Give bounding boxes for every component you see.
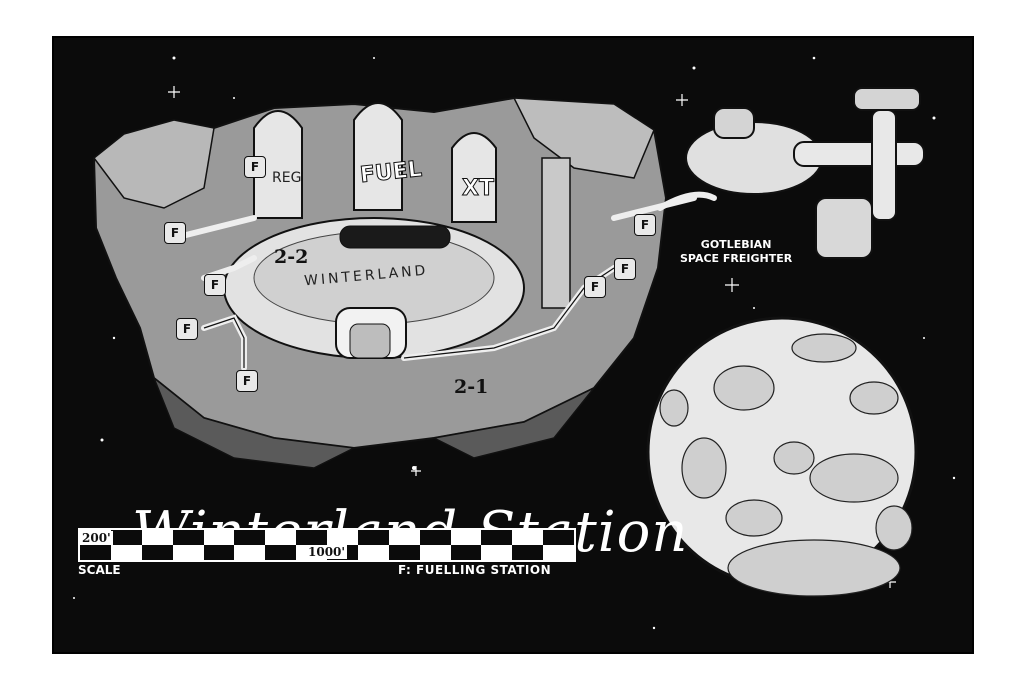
scale-mark-1000: 1000' xyxy=(306,545,348,559)
fuel-station-marker: F xyxy=(614,258,636,280)
fuel-station-marker: F xyxy=(176,318,198,340)
tank-label-xt: XT xyxy=(462,176,495,202)
fuel-station-marker: F xyxy=(236,370,258,392)
fuel-station-marker: F xyxy=(634,214,656,236)
area-label-2-2: 2-2 xyxy=(274,246,309,268)
area-label-2-1: 2-1 xyxy=(454,376,489,398)
fuel-station-marker: F xyxy=(164,222,186,244)
map-legend: F: FUELLING STATION xyxy=(398,563,552,577)
fuel-station-marker: F xyxy=(584,276,606,298)
freighter-label-line1: GOTLEBIAN xyxy=(700,238,772,251)
fuel-station-marker: F xyxy=(244,156,266,178)
fuel-station-marker: F xyxy=(204,274,226,296)
tank-label-reg: REG xyxy=(272,170,302,186)
landing-strip xyxy=(541,157,571,309)
sparkle-stars xyxy=(168,86,896,588)
scale-caption: SCALE xyxy=(78,563,121,577)
map-frame: 2-2 2-1 WINTERLAND REG FUEL XT F F F F F… xyxy=(52,36,974,654)
freighter-label-line2: SPACE FREIGHTER xyxy=(680,252,793,265)
storage-tanks xyxy=(253,102,497,223)
map-artwork xyxy=(73,56,956,630)
freighter-label: GOTLEBIAN SPACE FREIGHTER xyxy=(680,238,792,266)
scale-bar-top-row xyxy=(80,530,574,545)
space-freighter xyxy=(685,87,925,259)
moon xyxy=(646,316,918,597)
winterland-dome xyxy=(223,217,525,359)
scale-mark-200: 200' xyxy=(80,531,113,545)
